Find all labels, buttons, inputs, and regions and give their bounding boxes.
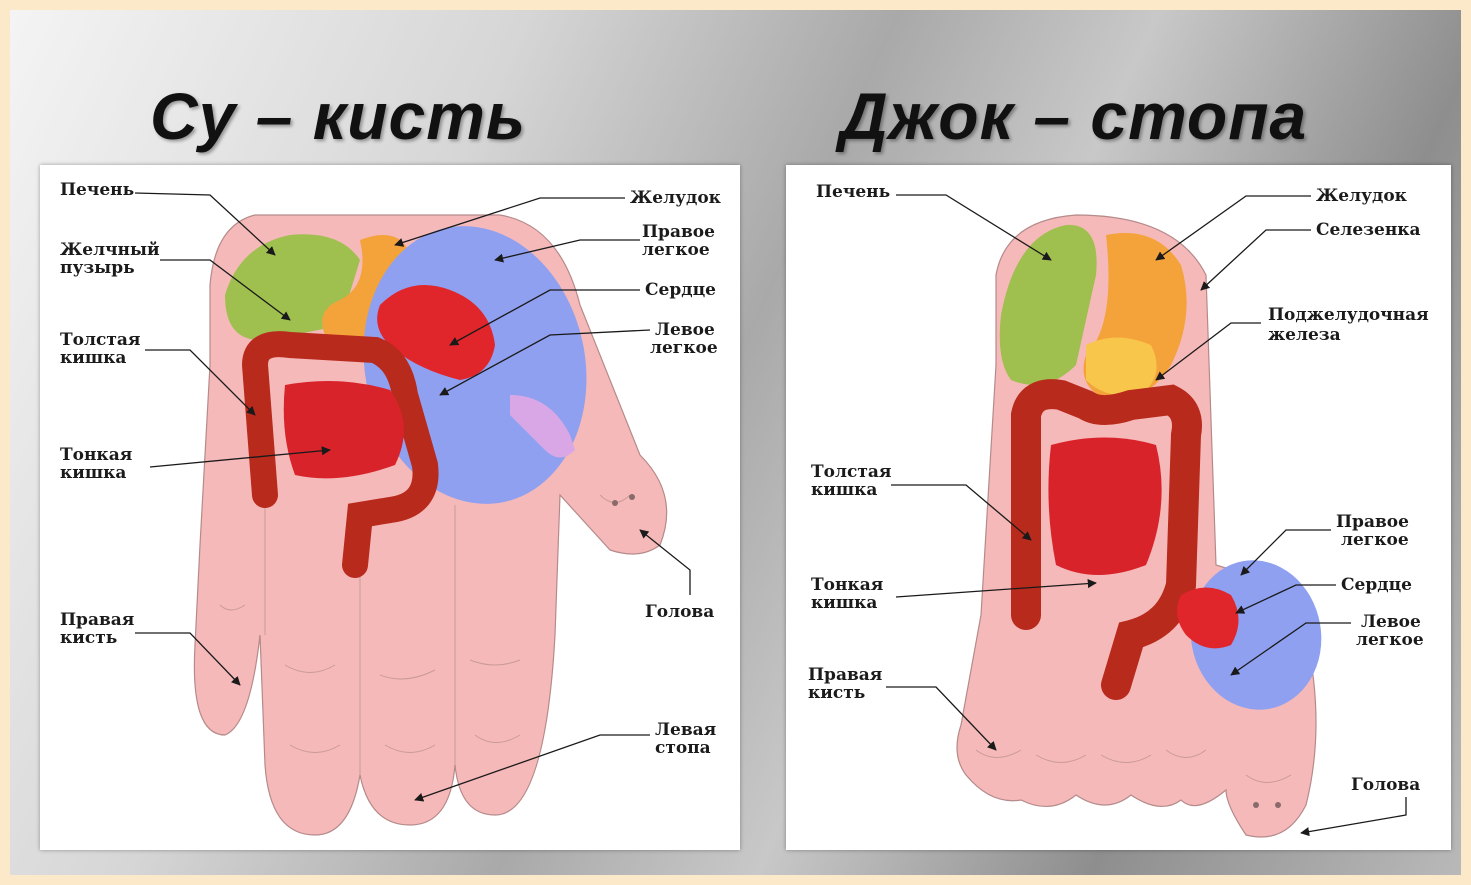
title-foot: Джок – стопа [840, 78, 1307, 154]
foot-label-left-lung-2: легкое [1356, 630, 1424, 650]
small-intestine-shape [284, 381, 404, 478]
foot-label-left-lung-1: Левое [1361, 612, 1421, 632]
foot-label-small-intestine-1: Тонкая [811, 575, 883, 595]
foot-label-pancreas-2: железа [1268, 325, 1341, 345]
foot-label-colon-2: кишка [811, 480, 877, 500]
foot-label-head: Голова [1351, 775, 1420, 795]
hand-diagram-panel: Печень Желчный пузырь Толстая кишка Тонк… [40, 165, 740, 850]
label-small-intestine-2: кишка [60, 463, 126, 483]
foot-label-right-lung-2: легкое [1341, 530, 1409, 550]
label-head: Голова [645, 602, 714, 622]
slide: Су – кисть Джок – стопа [10, 10, 1461, 875]
label-left-foot-1: Левая [655, 720, 716, 740]
label-right-lung-1: Правое [642, 222, 715, 242]
foot-diagram-panel: Печень Толстая кишка Тонкая кишка Правая… [786, 165, 1451, 850]
hand-diagram: Печень Желчный пузырь Толстая кишка Тонк… [40, 165, 740, 850]
foot-label-right-lung-1: Правое [1336, 512, 1409, 532]
foot-pancreas-shape [1086, 338, 1157, 397]
label-colon-1: Толстая [60, 330, 140, 350]
title-hand: Су – кисть [150, 78, 526, 154]
label-left-foot-2: стопа [655, 738, 711, 758]
foot-label-spleen: Селезенка [1316, 220, 1421, 240]
label-liver: Печень [60, 180, 134, 200]
foot-small-intestine-shape [1048, 438, 1161, 576]
foot-label-liver: Печень [816, 182, 890, 202]
label-stomach: Желудок [630, 188, 722, 208]
foot-label-pancreas-1: Поджелудочная [1268, 305, 1429, 325]
label-right-hand-1: Правая [60, 610, 134, 630]
label-gallbladder-2: пузырь [60, 258, 135, 278]
label-left-lung-1: Левое [655, 320, 715, 340]
label-right-lung-2: легкое [642, 240, 710, 260]
label-colon-2: кишка [60, 348, 126, 368]
label-left-lung-2: легкое [650, 338, 718, 358]
foot-label-right-hand-1: Правая [808, 665, 882, 685]
foot-diagram: Печень Толстая кишка Тонкая кишка Правая… [786, 165, 1451, 850]
foot-label-heart: Сердце [1341, 575, 1412, 595]
foot-label-stomach: Желудок [1316, 186, 1408, 206]
foot-label-colon-1: Толстая [811, 462, 891, 482]
foot-label-small-intestine-2: кишка [811, 593, 877, 613]
label-gallbladder-1: Желчный [60, 240, 160, 260]
label-heart: Сердце [645, 280, 716, 300]
label-right-hand-2: кисть [60, 628, 117, 648]
foot-label-right-hand-2: кисть [808, 683, 865, 703]
label-small-intestine-1: Тонкая [60, 445, 132, 465]
